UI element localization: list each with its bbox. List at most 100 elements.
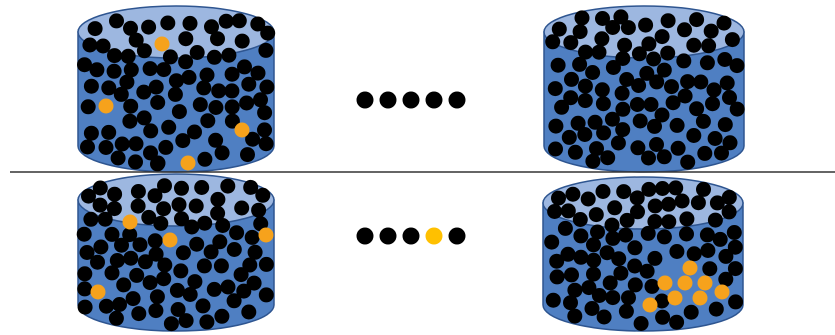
black-particle	[163, 316, 179, 332]
black-particle	[586, 252, 602, 268]
black-particle	[627, 240, 643, 256]
black-particle	[617, 37, 633, 53]
black-particle	[89, 62, 105, 78]
ellipsis-dot	[402, 91, 420, 109]
black-particle	[220, 178, 236, 194]
black-particle	[234, 200, 250, 216]
black-particle	[572, 56, 588, 72]
black-particle	[233, 267, 249, 283]
black-particle	[610, 135, 626, 151]
black-particle	[639, 65, 655, 81]
black-particle	[665, 95, 681, 111]
black-particle	[679, 226, 694, 242]
black-particle	[647, 214, 663, 229]
black-particle	[605, 230, 621, 246]
black-particle	[226, 293, 242, 309]
black-particle	[551, 21, 567, 37]
black-particle	[630, 204, 645, 220]
black-particle	[76, 226, 92, 242]
black-particle	[184, 219, 200, 235]
black-particle	[615, 122, 631, 138]
black-particle	[563, 35, 579, 51]
black-particle	[585, 153, 601, 169]
black-particle	[629, 97, 645, 112]
black-particle	[173, 263, 189, 279]
black-particle	[213, 258, 229, 274]
black-particle	[156, 201, 172, 217]
ellipsis-dot	[356, 227, 374, 245]
black-particle	[125, 291, 141, 307]
black-particle	[560, 246, 576, 262]
black-particle	[641, 36, 657, 52]
black-particle	[676, 53, 692, 69]
black-particle	[178, 54, 194, 70]
orange-particle	[642, 297, 658, 313]
black-particle	[130, 198, 146, 214]
black-particle	[707, 212, 723, 228]
black-particle	[81, 188, 96, 204]
black-particle	[599, 245, 615, 261]
black-particle	[214, 145, 230, 161]
black-particle	[719, 75, 735, 91]
black-particle	[157, 178, 172, 194]
black-particle	[586, 266, 601, 282]
black-particle	[567, 144, 583, 160]
black-particle	[690, 195, 706, 211]
black-particle	[82, 37, 98, 53]
black-particle	[686, 37, 702, 53]
black-particle	[654, 293, 670, 309]
black-particle	[101, 124, 117, 140]
black-particle	[136, 110, 152, 126]
black-particle	[721, 189, 737, 205]
black-particle	[572, 212, 588, 227]
black-particle	[116, 277, 132, 293]
black-particle	[212, 234, 228, 250]
black-particle	[669, 314, 685, 330]
black-particle	[689, 12, 705, 28]
black-particle	[229, 225, 245, 241]
black-particle	[220, 279, 236, 295]
black-particle	[141, 209, 157, 225]
black-particle	[224, 99, 240, 115]
black-particle	[175, 133, 191, 149]
black-particle	[148, 246, 164, 262]
black-particle	[83, 211, 99, 227]
black-particle	[182, 15, 198, 31]
black-particle	[156, 271, 172, 287]
black-particle	[613, 265, 629, 281]
black-particle	[162, 49, 178, 65]
ellipsis-layer	[356, 91, 466, 245]
black-particle	[716, 15, 732, 31]
black-particle	[717, 117, 733, 133]
orange-particle	[692, 290, 708, 306]
black-particle	[578, 44, 593, 60]
black-particle	[196, 258, 212, 274]
black-particle	[699, 227, 715, 243]
black-particle	[544, 234, 560, 250]
ellipsis-dot	[448, 91, 466, 109]
black-particle	[239, 95, 255, 111]
black-particle	[95, 38, 111, 54]
black-particle	[122, 227, 138, 243]
black-particle	[706, 82, 722, 98]
black-particle	[721, 204, 737, 220]
black-particle	[196, 80, 212, 96]
black-particle	[643, 97, 659, 112]
black-particle	[224, 83, 240, 99]
black-particle	[187, 124, 202, 140]
black-particle	[178, 31, 194, 47]
black-particle	[253, 92, 268, 108]
black-particle	[565, 186, 581, 202]
ellipsis-dot	[402, 227, 420, 245]
black-particle	[101, 80, 117, 96]
black-particle	[137, 254, 153, 270]
black-particle	[80, 139, 95, 155]
black-particle	[208, 100, 224, 115]
black-particle	[136, 43, 152, 59]
black-particle	[174, 211, 189, 227]
black-particle	[224, 66, 240, 82]
black-particle	[156, 62, 172, 78]
black-particle	[727, 261, 743, 277]
orange-particle	[98, 98, 114, 114]
orange-particle	[122, 214, 138, 230]
